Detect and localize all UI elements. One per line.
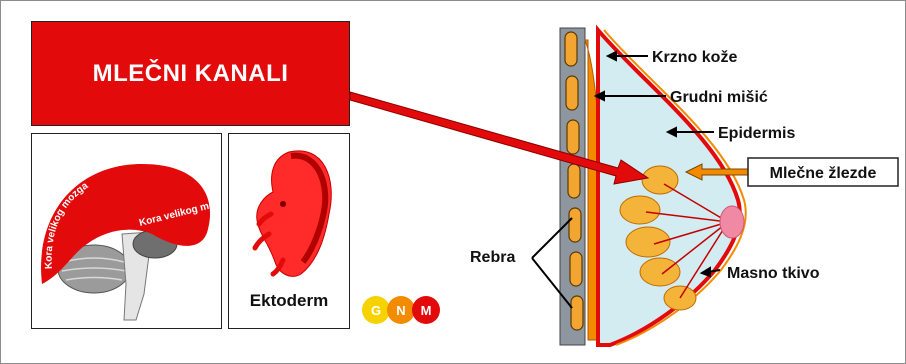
- logo-letter-n: N: [396, 303, 405, 318]
- label-epidermis: Epidermis: [718, 125, 795, 142]
- label-fat: Masno tkivo: [727, 265, 820, 282]
- label-muscle: Grudni mišić: [670, 89, 768, 106]
- logo-letter-g: G: [371, 303, 381, 318]
- gnm-logo: G N M: [362, 296, 440, 324]
- nipple: [720, 206, 744, 238]
- label-glands: Mlečne žlezde: [770, 165, 877, 182]
- label-skin: Krzno kože: [652, 49, 737, 66]
- label-ribs: Rebra: [470, 249, 515, 266]
- logo-letter-m: M: [421, 303, 432, 318]
